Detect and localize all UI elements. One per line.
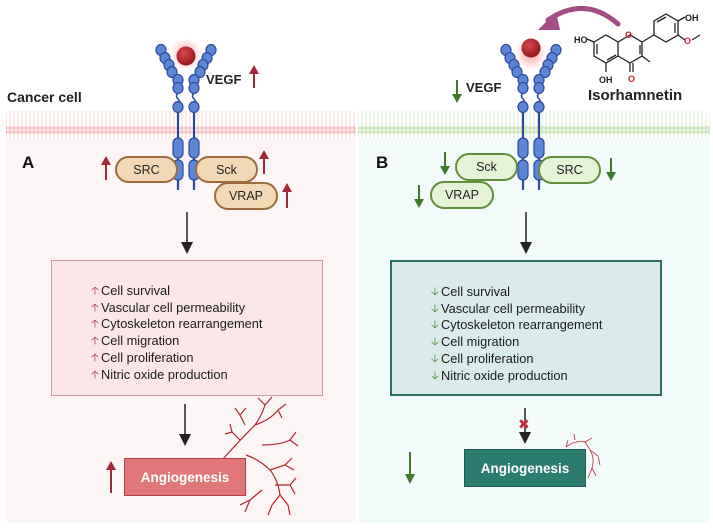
- angiogenesis-box-a: Angiogenesis: [124, 458, 246, 496]
- vegf-ligand-a: [176, 46, 196, 66]
- protein-sck-a: Sck: [195, 156, 258, 183]
- down-arrow-icon: 🡣: [431, 369, 439, 382]
- atom-ring-oxygen: O: [625, 30, 632, 40]
- effect-text: Cell proliferation: [441, 350, 534, 366]
- effect-text: Cytoskeleton rearrangement: [441, 317, 603, 333]
- angiogenesis-down-arrow-icon: [405, 452, 415, 484]
- down-arrow-icon: 🡣: [431, 302, 439, 315]
- up-arrow-icon: 🡡: [91, 318, 99, 331]
- vegf-label-a: VEGF: [206, 72, 242, 87]
- protein-sck-b: Sck: [455, 153, 518, 181]
- atom-carbonyl-oxygen: O: [628, 74, 635, 84]
- membrane-a: [6, 111, 356, 138]
- panel-a-letter: A: [22, 153, 35, 172]
- down-arrow-icon: 🡣: [431, 336, 439, 349]
- effect-text: Cell proliferation: [101, 349, 194, 365]
- vegf-up-arrow-icon: [249, 65, 259, 88]
- effect-item: 🡡Cytoskeleton rearrangement: [90, 316, 322, 333]
- effects-box-b: 🡣Cell survival 🡣Vascular cell permeabili…: [390, 260, 662, 396]
- up-arrow-icon: 🡡: [91, 351, 99, 364]
- trend-arrows-b: [405, 80, 616, 484]
- effect-item: 🡣Cytoskeleton rearrangement: [430, 317, 660, 334]
- atom-ho-left: HO: [574, 35, 588, 45]
- effect-item: 🡣Cell proliferation: [430, 351, 660, 368]
- blood-vessels-b-icon: [565, 433, 601, 479]
- trend-arrows-a: [101, 65, 292, 493]
- effect-item: 🡣Nitric oxide production: [430, 368, 660, 385]
- sck-down-arrow-icon: [440, 152, 450, 175]
- vegf-ligand-b: [521, 38, 541, 58]
- vrap-up-arrow-icon: [282, 183, 292, 208]
- vegf-label-b: VEGF: [466, 80, 502, 95]
- cancer-cell-label: Cancer cell: [7, 89, 82, 105]
- up-arrow-icon: 🡡: [91, 368, 99, 381]
- panel-b-letter: B: [376, 153, 389, 172]
- sck-up-arrow-icon: [259, 150, 269, 174]
- down-arrow-icon: 🡣: [431, 352, 439, 365]
- up-arrow-icon: 🡡: [91, 285, 99, 297]
- effect-item: 🡣Cell survival: [430, 284, 660, 301]
- protein-src-b: SRC: [538, 156, 601, 184]
- effect-text: Cell migration: [101, 333, 180, 349]
- up-arrow-icon: 🡡: [91, 301, 99, 314]
- effect-text: Cell migration: [441, 334, 520, 350]
- effects-box-a: 🡡Cell survival 🡡Vascular cell permeabili…: [51, 260, 323, 396]
- effect-item: 🡡Vascular cell permeability: [90, 300, 322, 317]
- blocked-x-icon: ✖: [518, 417, 530, 433]
- isorhamnetin-structure-icon: [586, 13, 701, 72]
- protein-vrap-b: VRAP: [430, 181, 494, 209]
- atom-methoxy-oxygen: O: [684, 36, 691, 46]
- vrap-down-arrow-icon: [414, 185, 424, 208]
- effect-item: 🡡Cell survival: [90, 283, 322, 300]
- blood-vessels-a-icon: [221, 396, 299, 516]
- effect-item: 🡡Cell migration: [90, 333, 322, 350]
- protein-vrap-a: VRAP: [214, 182, 278, 210]
- effect-text: Vascular cell permeability: [441, 300, 586, 316]
- effect-item: 🡣Cell migration: [430, 334, 660, 351]
- atom-oh-top-right: OH: [685, 13, 699, 23]
- angiogenesis-up-arrow-icon: [106, 461, 116, 493]
- effect-text: Nitric oxide production: [441, 367, 568, 383]
- atom-oh-bottom: OH: [599, 75, 613, 85]
- effect-text: Cell survival: [101, 283, 170, 298]
- isorhamnetin-label: Isorhamnetin: [588, 87, 683, 104]
- effect-text: Cytoskeleton rearrangement: [101, 316, 263, 332]
- effect-item: 🡣Vascular cell permeability: [430, 301, 660, 318]
- down-arrow-icon: 🡣: [431, 319, 439, 332]
- src-up-arrow-icon: [101, 156, 111, 180]
- up-arrow-icon: 🡡: [91, 335, 99, 348]
- effect-item: 🡡Cell proliferation: [90, 350, 322, 367]
- vegf-down-arrow-icon: [452, 80, 462, 103]
- effect-item: 🡡Nitric oxide production: [90, 367, 322, 384]
- effect-text: Cell survival: [441, 284, 510, 299]
- effect-text: Vascular cell permeability: [101, 299, 246, 315]
- protein-src-a: SRC: [115, 156, 178, 183]
- membrane-b: [358, 111, 710, 138]
- down-arrow-icon: 🡣: [431, 286, 439, 298]
- angiogenesis-box-b: Angiogenesis: [464, 449, 586, 487]
- src-down-arrow-icon: [606, 158, 616, 181]
- curved-arrow-icon: [545, 6, 621, 27]
- flow-arrows: [179, 212, 532, 446]
- effect-text: Nitric oxide production: [101, 366, 228, 382]
